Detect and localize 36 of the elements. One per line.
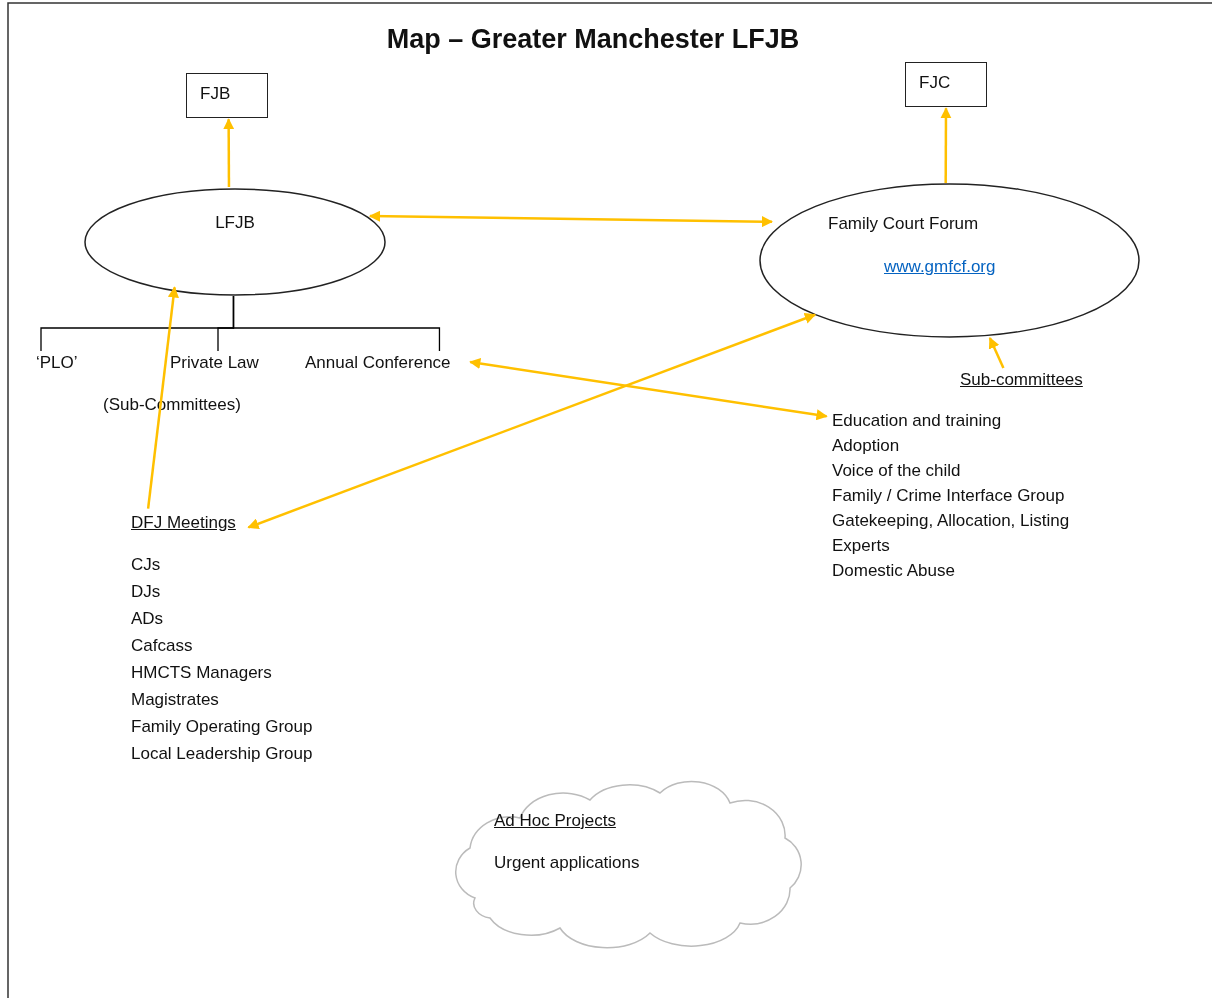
node-label: LFJB [214, 213, 256, 233]
web-link: www.gmfcf.org [884, 257, 996, 277]
arrow [469, 357, 828, 421]
arrow [247, 313, 817, 530]
heading-text: Sub-committees [960, 369, 1083, 391]
arrow [368, 210, 774, 228]
list-item: DJs [131, 582, 161, 602]
title: Map – Greater Manchester LFJB [385, 23, 801, 56]
label-box: FJC [905, 62, 987, 107]
heading-text: Ad Hoc Projects [494, 811, 616, 831]
list-item: ADs [131, 609, 164, 629]
list-item: Local Leadership Group [131, 744, 313, 764]
branch-label: Annual Conference [305, 352, 451, 374]
list-item: Voice of the child [832, 461, 961, 481]
node-label: Family Court Forum [828, 214, 979, 234]
list-item: Adoption [832, 436, 900, 456]
arrow [988, 336, 1005, 369]
list-item: Family Operating Group [131, 717, 313, 737]
list-item: HMCTS Managers [131, 663, 272, 683]
label-box: FJB [186, 73, 268, 118]
arrow [223, 118, 235, 187]
list-item: Magistrates [131, 690, 219, 710]
heading-text: DFJ Meetings [131, 512, 236, 534]
branch-line [232, 295, 441, 352]
arrow [146, 286, 179, 509]
list-item: Domestic Abuse [832, 561, 955, 581]
list-item: Education and training [832, 411, 1002, 431]
list-item: Cafcass [131, 636, 193, 656]
list-item: CJs [131, 555, 161, 575]
list-item: Experts [832, 536, 890, 556]
node-label: Urgent applications [494, 853, 640, 873]
list-item: Family / Crime Interface Group [832, 486, 1065, 506]
branch-label: Private Law [170, 352, 259, 374]
arrow [940, 107, 952, 183]
branch-label: ‘PLO’ [36, 352, 78, 374]
list-item: Gatekeeping, Allocation, Listing [832, 511, 1070, 531]
